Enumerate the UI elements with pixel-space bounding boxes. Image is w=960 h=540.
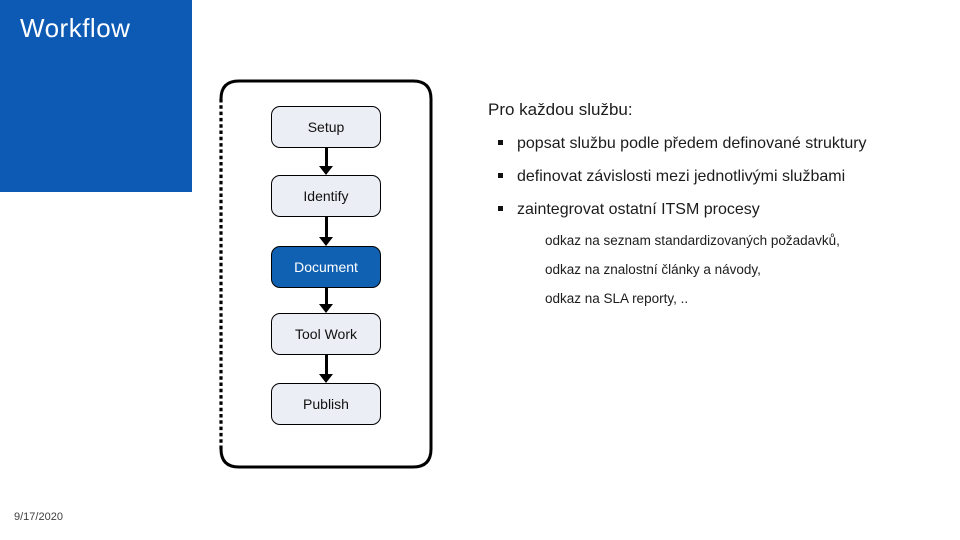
bullet-text: popsat službu podle předem definované st… bbox=[517, 135, 867, 152]
arrow-head bbox=[319, 304, 333, 313]
content-heading: Pro každou službu: bbox=[488, 100, 633, 119]
workflow-diagram: Setup Identify Document Tool Work Pu bbox=[219, 79, 433, 469]
arrow-stem bbox=[324, 355, 328, 374]
bullet-item: zaintegrovat ostatní ITSM procesy bbox=[488, 200, 950, 219]
flow-step-label: Document bbox=[294, 259, 358, 275]
flow-step-document: Document bbox=[271, 246, 381, 288]
flow-arrow-down-icon bbox=[318, 148, 334, 175]
bullet-text: definovat závislosti mezi jednotlivými s… bbox=[517, 168, 846, 185]
slide-title: Workflow bbox=[20, 13, 131, 43]
arrow-head bbox=[319, 166, 333, 175]
arrow-head bbox=[319, 374, 333, 383]
flow-step-identify: Identify bbox=[271, 175, 381, 217]
slide-date: 9/17/2020 bbox=[14, 511, 63, 523]
flow-arrow-down-icon bbox=[318, 355, 334, 383]
square-bullet-icon bbox=[498, 206, 503, 211]
arrow-stem bbox=[324, 288, 328, 304]
title-panel: Workflow bbox=[0, 0, 192, 192]
flow-container-outline bbox=[219, 79, 433, 469]
flow-step-setup: Setup bbox=[271, 106, 381, 148]
bullet-item: popsat službu podle předem definované st… bbox=[488, 134, 950, 153]
flow-step-label: Publish bbox=[303, 396, 349, 412]
square-bullet-icon bbox=[498, 140, 503, 145]
flow-step-label: Setup bbox=[307, 119, 345, 135]
sub-item: odkaz na SLA reporty, .. bbox=[545, 291, 689, 306]
bullet-text: zaintegrovat ostatní ITSM procesy bbox=[517, 201, 760, 218]
arrow-head bbox=[319, 237, 333, 246]
square-bullet-icon bbox=[498, 173, 503, 178]
flow-arrow-down-icon bbox=[318, 217, 334, 246]
sub-item: odkaz na znalostní články a návody, bbox=[545, 262, 761, 277]
sub-item-list: odkaz na seznam standardizovaných požada… bbox=[488, 233, 950, 307]
sub-item: odkaz na seznam standardizovaných požada… bbox=[545, 233, 840, 248]
flow-step-label: Tool Work bbox=[295, 326, 357, 342]
flow-step-label: Identify bbox=[303, 188, 349, 204]
bullet-item: definovat závislosti mezi jednotlivými s… bbox=[488, 167, 950, 186]
arrow-stem bbox=[324, 217, 328, 237]
flow-step-publish: Publish bbox=[271, 383, 381, 425]
bullet-list: popsat službu podle předem definované st… bbox=[488, 134, 950, 219]
flow-arrow-down-icon bbox=[318, 288, 334, 313]
flow-step-tool-work: Tool Work bbox=[271, 313, 381, 355]
arrow-stem bbox=[324, 148, 328, 166]
content-area: Pro každou službu: popsat službu podle p… bbox=[488, 100, 950, 320]
